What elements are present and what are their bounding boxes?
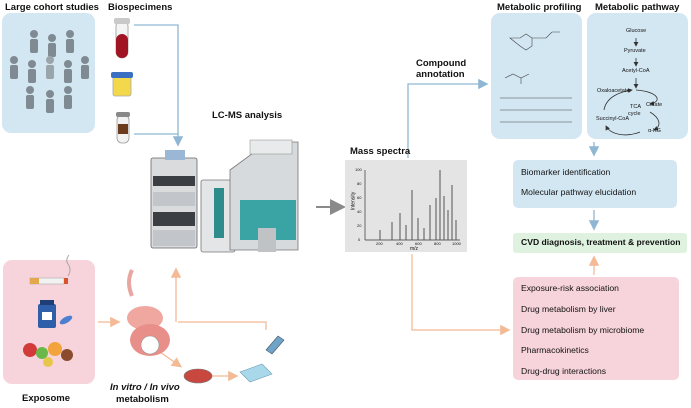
blood-tube-icon: [114, 18, 130, 59]
exposome-title: Exposome: [22, 393, 71, 404]
urine-cup-icon: [111, 72, 133, 97]
biomarker-item: Molecular pathway elucidation: [521, 187, 637, 197]
invitro-title-2: metabolism: [116, 394, 169, 405]
exposure-item: Exposure-risk association: [521, 283, 619, 293]
cohort-people-icon: [10, 30, 89, 113]
stool-tube-icon: [116, 112, 130, 144]
pathway-arrows: [603, 38, 660, 136]
cvd-box: [513, 233, 687, 253]
compound-annotation-title-2: annotation: [416, 69, 465, 80]
mass-spectrum-plot: [345, 160, 467, 252]
exposure-box: [513, 277, 679, 380]
pathway-akg: α-KG: [648, 128, 661, 134]
spectrum-x-tick: 600: [415, 241, 422, 246]
spectrum-x-tick: 800: [434, 241, 441, 246]
food-icon: [23, 342, 73, 367]
invitro-title-1: In vitro / In vivo: [110, 382, 180, 393]
metabolic-pathway-panel: [587, 13, 688, 139]
mass-spectra-title: Mass spectra: [350, 146, 411, 157]
spectrum-y-tick: 80: [357, 181, 362, 186]
pathway-succinyl-coa: Succinyl-CoA: [596, 116, 630, 122]
spectrum-x-tick: 200: [376, 241, 383, 246]
spectrum-y-tick: 0: [358, 237, 361, 242]
spectrum-x-tick: 1000: [452, 241, 461, 246]
biomarker-item: Biomarker identification: [521, 167, 611, 177]
exposure-item: Drug-drug interactions: [521, 366, 607, 376]
pathway-oxaloacetate: Oxaloacetate: [597, 88, 630, 94]
metabolic-pathway-title: Metabolic pathway: [595, 2, 680, 13]
spectrum-y-tick: 60: [357, 195, 362, 200]
cvd-label: CVD diagnosis, treatment & prevention: [521, 237, 681, 247]
pathway-pyruvate: Pyruvate: [624, 48, 646, 54]
pipette-plate-icon: [239, 335, 285, 383]
petri-dish-icon: [183, 368, 213, 384]
spectrum-y-tick: 40: [357, 209, 362, 214]
exposure-item: Pharmacokinetics: [521, 345, 589, 355]
spectrum-y-tick: 100: [355, 167, 362, 172]
cigarette-icon: [29, 254, 71, 285]
metabolic-profiling-title: Metabolic profiling: [497, 2, 582, 13]
spectrum-x-tick: 400: [396, 241, 403, 246]
lcms-instrument-icon: [150, 139, 299, 253]
pathway-tca-2: cycle: [628, 111, 641, 117]
compound-annotation-title-1: Compound: [416, 58, 467, 69]
metabolic-profiling-panel: [491, 13, 582, 139]
lcms-title: LC-MS analysis: [212, 110, 283, 121]
spectrum-ylabel: Intensity: [350, 191, 357, 211]
digestive-system-icon: [127, 269, 170, 356]
pathway-citrate: Citrate: [646, 102, 663, 108]
exposure-item: Drug metabolism by microbiome: [521, 325, 645, 335]
medicine-bottle-icon: [38, 300, 73, 328]
cohort-title: Large cohort studies: [5, 2, 99, 13]
spectrum-y-tick: 20: [357, 223, 362, 228]
exposure-item: Drug metabolism by liver: [521, 304, 616, 314]
pathway-tca-1: TCA: [630, 104, 641, 110]
biospecimens-title: Biospecimens: [108, 2, 173, 13]
spectrum-xlabel: m/z: [410, 246, 419, 252]
pathway-acetyl-coa: Acetyl-CoA: [622, 68, 650, 74]
biomarker-box: [513, 160, 677, 208]
pathway-glucose: Glucose: [626, 28, 647, 34]
chemical-structures-icon: [500, 31, 572, 123]
